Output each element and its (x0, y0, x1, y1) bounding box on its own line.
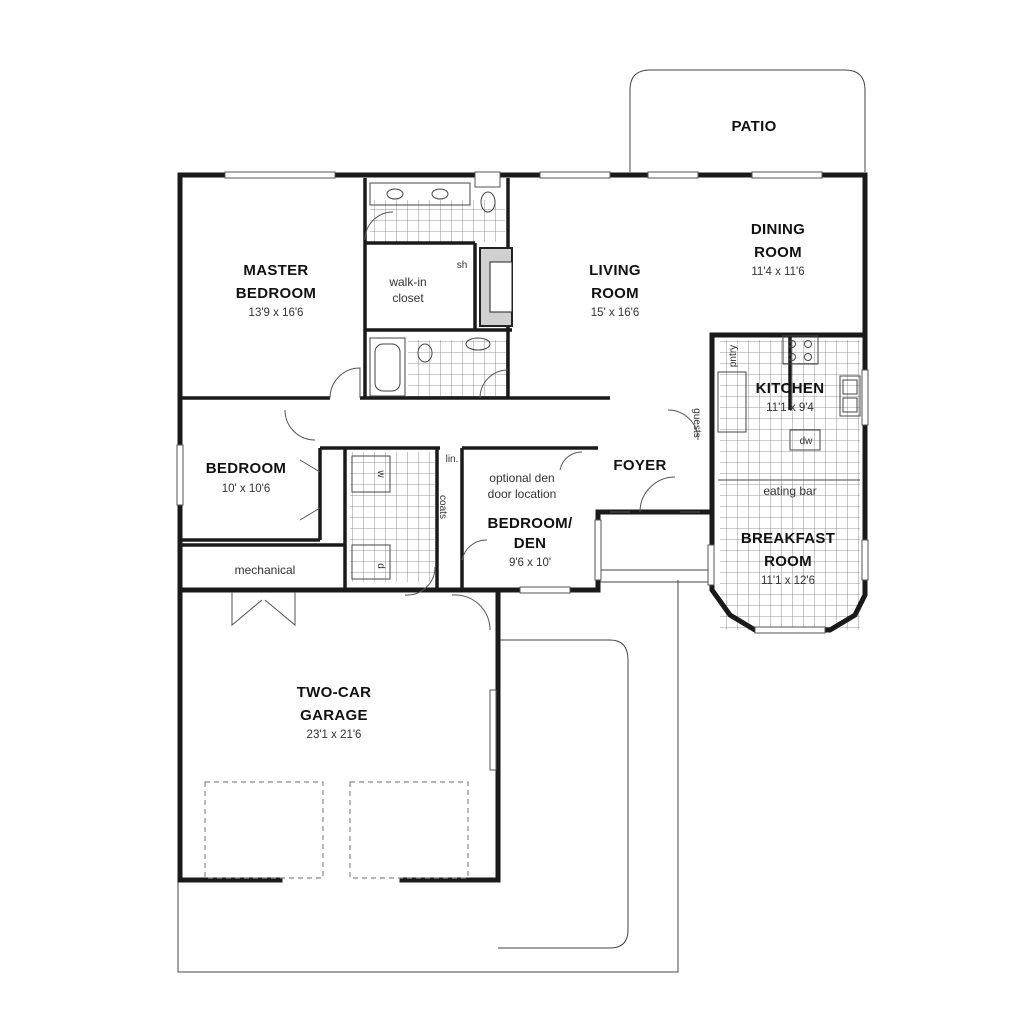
bedroom-size: 10' x 10'6 (222, 483, 271, 495)
breakfast-room-size: 11'1 x 12'6 (761, 575, 815, 587)
breakfast-room-label-2: ROOM (764, 553, 812, 570)
hall-bath-tile (408, 340, 508, 397)
patio-label: PATIO (731, 118, 776, 135)
walkway-outline (498, 639, 629, 949)
dining-room-size: 11'4 x 11'6 (751, 266, 804, 278)
guests-label: guests (691, 408, 702, 437)
pantry-label: pntry (728, 345, 739, 367)
garage-label-1: TWO-CAR (297, 684, 372, 701)
laundry-tile (350, 452, 435, 582)
bedroom-den-size: 9'6 x 10' (509, 557, 551, 569)
foyer-label: FOYER (613, 457, 666, 474)
fireplace-opening (489, 261, 513, 313)
washer-label: w (375, 469, 386, 478)
kitchen-fixtures (717, 335, 861, 481)
kitchen-label: KITCHEN (756, 380, 825, 397)
optional-den-label-2: door location (488, 487, 557, 501)
dining-room-label-1: DINING (751, 221, 805, 238)
shower-label: sh (457, 260, 468, 271)
dining-room-label-2: ROOM (754, 244, 802, 261)
breakfast-room-label-1: BREAKFAST (741, 530, 835, 547)
walk-in-closet-label-2: closet (392, 291, 424, 305)
windows (176, 171, 869, 771)
bedroom-label: BEDROOM (206, 460, 286, 477)
driveway-outline (177, 580, 679, 973)
coats-label: coats (437, 495, 448, 519)
dishwasher-label: dw (800, 436, 814, 447)
living-room-label-2: ROOM (591, 285, 639, 302)
washer (351, 455, 391, 493)
garage-label-2: GARAGE (300, 707, 368, 724)
patio-outline (629, 69, 866, 172)
exterior-walls (177, 172, 868, 883)
bath-fixtures (369, 182, 496, 397)
linen-label: lin. (446, 454, 459, 465)
garage-door-right (349, 781, 469, 879)
dryer (351, 544, 391, 580)
doors (231, 211, 700, 631)
mechanical-label: mechanical (235, 563, 296, 577)
walk-in-closet-label-1: walk-in (388, 275, 426, 289)
optional-den-label-1: optional den (489, 471, 554, 485)
master-bedroom-size: 13'9 x 16'6 (249, 307, 304, 319)
bedroom-den-label-1: BEDROOM/ (488, 515, 573, 532)
living-room-label-1: LIVING (589, 262, 641, 279)
master-bedroom-label-1: MASTER (243, 262, 308, 279)
bedroom-den-label-2: DEN (514, 535, 547, 552)
kitchen-size: 11'1 x 9'4 (766, 402, 814, 414)
eating-bar-label: eating bar (763, 484, 816, 498)
dryer-label: d (375, 563, 386, 569)
garage-door-left (204, 781, 324, 879)
master-bedroom-label-2: BEDROOM (236, 285, 316, 302)
master-bath-tile (370, 200, 505, 242)
living-room-size: 15' x 16'6 (591, 307, 640, 319)
garage-size: 23'1 x 21'6 (307, 729, 362, 741)
